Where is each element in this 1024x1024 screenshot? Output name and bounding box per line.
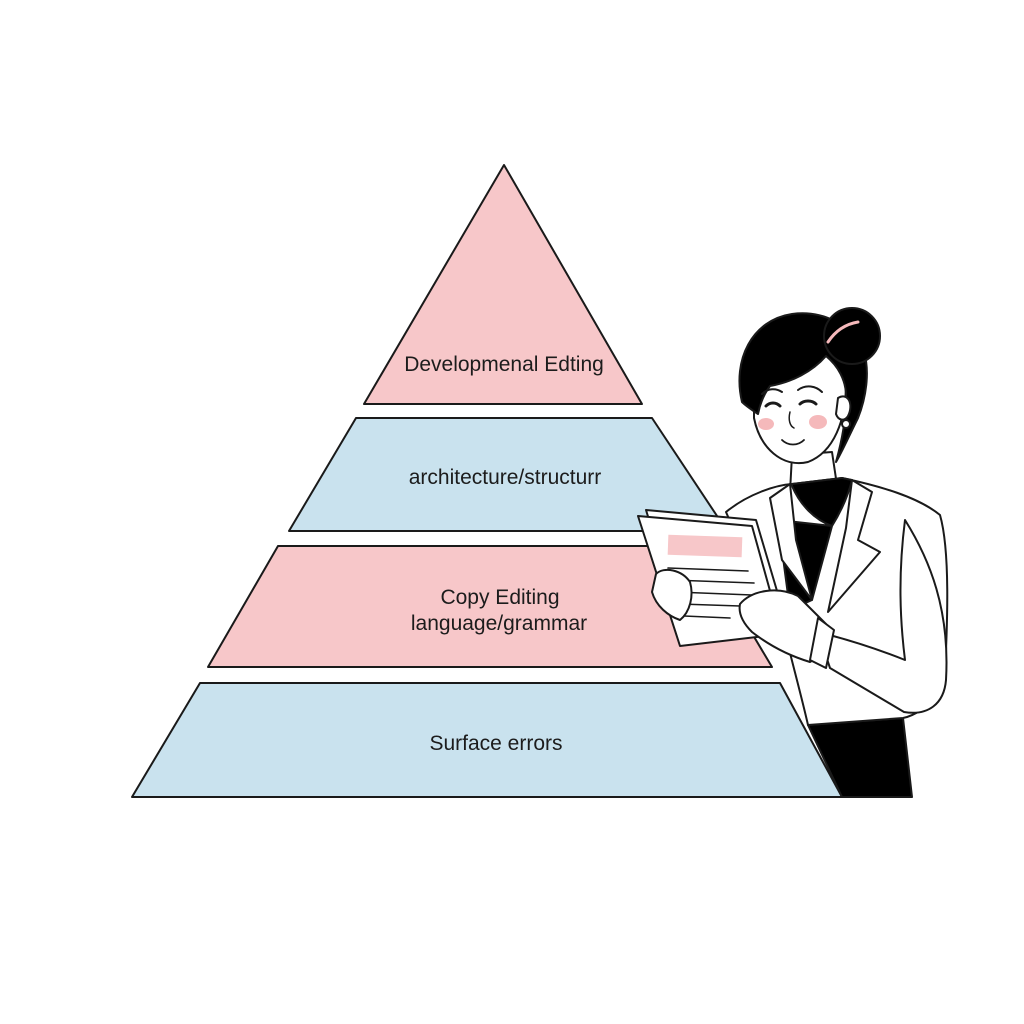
left-hand bbox=[651, 568, 693, 621]
right-eyebrow bbox=[797, 385, 823, 393]
right-cheek bbox=[809, 415, 827, 429]
earring bbox=[841, 419, 851, 429]
left-lapel bbox=[769, 483, 813, 601]
document-highlight bbox=[667, 534, 743, 558]
left-eyebrow bbox=[761, 388, 783, 395]
mouth bbox=[781, 439, 805, 446]
right-cuff bbox=[809, 617, 835, 669]
tier-3-shape bbox=[207, 545, 773, 668]
right-arm bbox=[817, 519, 948, 714]
tier-1-label: Developmenal Edting bbox=[404, 353, 604, 376]
tier-3-label: Copy Editing bbox=[440, 586, 559, 609]
right-eye bbox=[798, 399, 818, 406]
left-eye bbox=[764, 401, 782, 408]
ear bbox=[835, 395, 852, 421]
tier-1-shape bbox=[363, 164, 643, 405]
hair-band bbox=[826, 320, 860, 344]
pyramid: Developmenal Edting architecture/structu… bbox=[131, 164, 843, 798]
nose bbox=[788, 411, 795, 429]
tier-2-label: architecture/structurr bbox=[409, 466, 602, 489]
right-lapel bbox=[827, 479, 881, 613]
left-cheek bbox=[758, 418, 774, 430]
tier-3-sublabel: language/grammar bbox=[411, 612, 587, 635]
right-hand bbox=[738, 589, 828, 663]
editor-woman-illustration bbox=[637, 307, 949, 798]
hair-bun bbox=[823, 307, 881, 365]
tier-4-label: Surface errors bbox=[429, 732, 562, 755]
